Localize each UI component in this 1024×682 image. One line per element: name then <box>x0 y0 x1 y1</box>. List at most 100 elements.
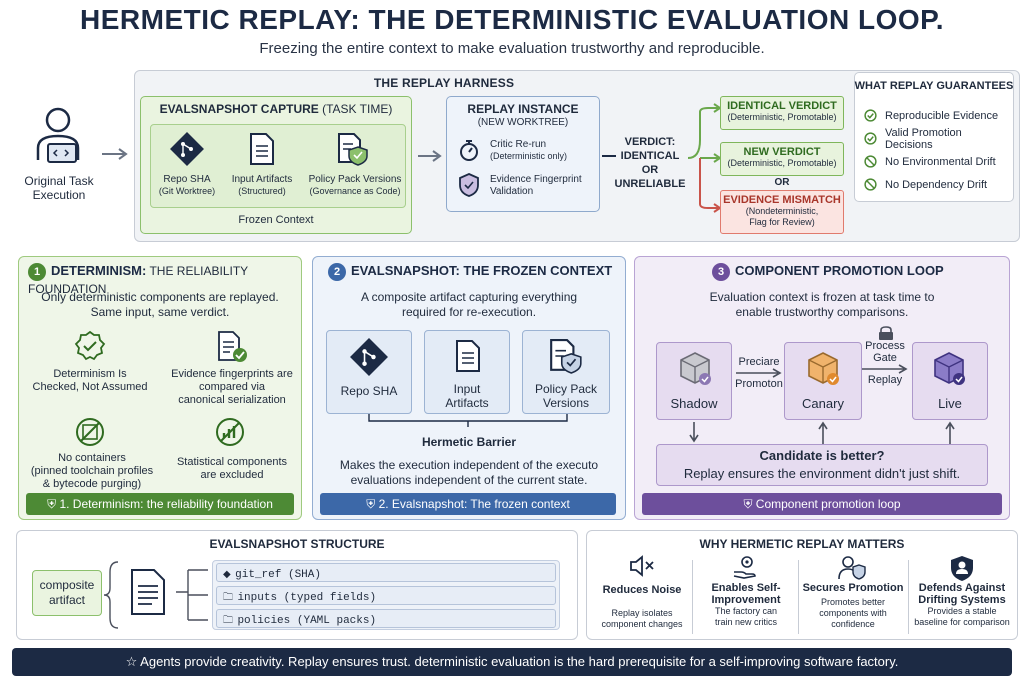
stopwatch-icon <box>458 138 480 162</box>
dash-connector <box>602 154 616 158</box>
harness-title: THE REPLAY HARNESS <box>373 76 515 90</box>
loop-arrows <box>686 420 966 446</box>
why-title: WHY HERMETIC REPLAY MATTERS <box>699 537 905 551</box>
gate-icon <box>878 326 910 340</box>
frozen-context-label: Frozen Context <box>238 214 314 226</box>
check-circle-icon <box>864 132 877 145</box>
identical-verdict: IDENTICAL VERDICT (Deterministic, Promot… <box>720 96 844 130</box>
fingerprint-shield-icon <box>458 172 480 198</box>
arrow-icon <box>736 368 782 378</box>
panel2-outro: Makes the execution independent of the e… <box>339 458 599 487</box>
shield-user-icon <box>948 554 1014 582</box>
user-shield-icon <box>838 554 906 580</box>
fingerprint-validation: Evidence Fingerprint Validation <box>490 174 582 197</box>
tree-connector <box>176 562 210 628</box>
snapshot-card-inputs-label: Input Artifacts <box>445 382 489 410</box>
page-title: HERMETIC REPLAY: THE DETERMINISTIC EVALU… <box>80 4 944 35</box>
panel1-item-fingerprints: Evidence fingerprints are compared via c… <box>171 368 293 406</box>
or-label: OR <box>774 177 790 188</box>
no-entry-icon <box>864 155 877 168</box>
check-circle-icon <box>864 109 877 122</box>
panel1-intro: Only deterministic components are replay… <box>41 290 279 319</box>
evidence-mismatch: EVIDENCE MISMATCH (Nondeterministic, Fla… <box>720 190 844 234</box>
capture-title: EVALSNAPSHOT CAPTURE (TASK TIME) <box>159 102 393 116</box>
document-icon <box>128 568 168 616</box>
panel3-footer: ⛨ Component promotion loop <box>642 493 1002 515</box>
why-item-noise: Reduces Noise Replay isolates component … <box>592 554 692 630</box>
brace-icon <box>104 560 124 630</box>
arrow-icon <box>862 364 908 374</box>
no-entry-icon <box>864 178 877 191</box>
structure-title: EVALSNAPSHOT STRUCTURE <box>209 537 385 551</box>
guarantees-list: Reproducible Evidence Valid Promotion De… <box>864 104 1012 196</box>
shield-icon: ⛨ <box>743 497 753 511</box>
field-policies: 🗀 policies (YAML packs) <box>216 609 556 628</box>
divider <box>798 560 799 634</box>
snapshot-card-policy-label: Policy Pack Versions <box>534 382 598 410</box>
no-stats-icon <box>214 416 246 448</box>
verdict-branch-arrows <box>684 100 724 220</box>
panel1-footer: ⛨ 1. Determinism: the reliability founda… <box>26 493 294 515</box>
git-icon: ◆ <box>223 569 231 580</box>
why-item-secures-promotion: Secures Promotion Promotes better compon… <box>800 554 906 630</box>
replay-instance-sub: (NEW WORKTREE) <box>477 117 569 128</box>
new-verdict: NEW VERDICT (Deterministic, Promotable) <box>720 142 844 176</box>
guarantees-box <box>854 72 1014 202</box>
critic-rerun: Critic Re-run (Deterministic only) <box>490 139 568 161</box>
developer-icon <box>30 104 86 168</box>
capture-item-policy: Policy Pack Versions (Governance as Code… <box>308 174 402 196</box>
promotion-arrow: Preciare Promoton <box>735 356 783 390</box>
bottom-banner: ☆ Agents provide creativity. Replay ensu… <box>12 648 1012 676</box>
origin-label: Original Task Execution <box>24 174 94 202</box>
folder-icon: 🗀 <box>223 615 233 626</box>
star-icon: ☆ <box>125 654 138 669</box>
badge-check-icon <box>74 330 106 362</box>
panel-determinism <box>18 256 302 520</box>
guarantee-item: Reproducible Evidence <box>864 104 1012 127</box>
shield-icon: ⛨ <box>47 497 57 511</box>
no-container-icon <box>74 416 106 448</box>
panel1-item-containers: No containers (pinned toolchain profiles… <box>30 452 154 490</box>
guarantee-item: No Dependency Drift <box>864 173 1012 196</box>
field-git-ref: ◆ git_ref (SHA) <box>216 563 556 582</box>
divider <box>908 560 909 634</box>
barrier-bracket <box>368 414 568 428</box>
hand-gear-icon <box>732 554 796 580</box>
stage-live-label: Live <box>938 396 962 411</box>
capture-item-repo: Repo SHA (Git Worktree) <box>158 174 216 196</box>
page-subtitle: Freezing the entire context to make eval… <box>259 40 765 57</box>
capture-item-inputs: Input Artifacts (Structured) <box>231 174 293 196</box>
cube-icon <box>930 350 968 388</box>
panel1-item-statistical: Statistical components are excluded <box>176 456 288 481</box>
document-icon <box>248 132 276 166</box>
panel2-footer: ⛨ 2. Evalsnapshot: The frozen context <box>320 493 616 515</box>
candidate-title: Candidate is better? <box>759 448 885 463</box>
git-icon <box>170 132 204 166</box>
field-inputs: 🗀 inputs (typed fields) <box>216 586 556 605</box>
guarantee-item: No Environmental Drift <box>864 150 1012 173</box>
why-item-defends-drift: Defends Against Drifting Systems Provide… <box>910 554 1014 628</box>
policy-shield-icon <box>548 338 584 374</box>
shield-icon: ⛨ <box>366 497 376 511</box>
stage-shadow-label: Shadow <box>670 396 718 411</box>
candidate-sub: Replay ensures the environment didn't ju… <box>683 466 961 481</box>
guarantees-title: WHAT REPLAY GUARANTEES <box>854 80 1014 92</box>
cube-icon <box>676 350 714 388</box>
replay-instance-title: REPLAY INSTANCE <box>467 102 579 116</box>
guarantee-item: Valid Promotion Decisions <box>864 127 1012 151</box>
panel2-intro: A composite artifact capturing everythin… <box>360 290 578 319</box>
process-gate: Process Gate Replay <box>860 326 910 386</box>
cube-icon <box>804 350 842 388</box>
document-check-icon <box>216 330 248 364</box>
panel3-intro: Evaluation context is frozen at task tim… <box>709 290 935 319</box>
why-hermetic-replay <box>586 530 1018 640</box>
document-icon <box>454 338 482 374</box>
snapshot-card-repo-label: Repo SHA <box>340 384 398 398</box>
composite-artifact-node: composite artifact <box>32 570 102 616</box>
why-item-self-improvement: Enables Self- Improvement The factory ca… <box>696 554 796 628</box>
arrow-icon <box>418 150 444 162</box>
arrow-icon <box>102 148 130 160</box>
